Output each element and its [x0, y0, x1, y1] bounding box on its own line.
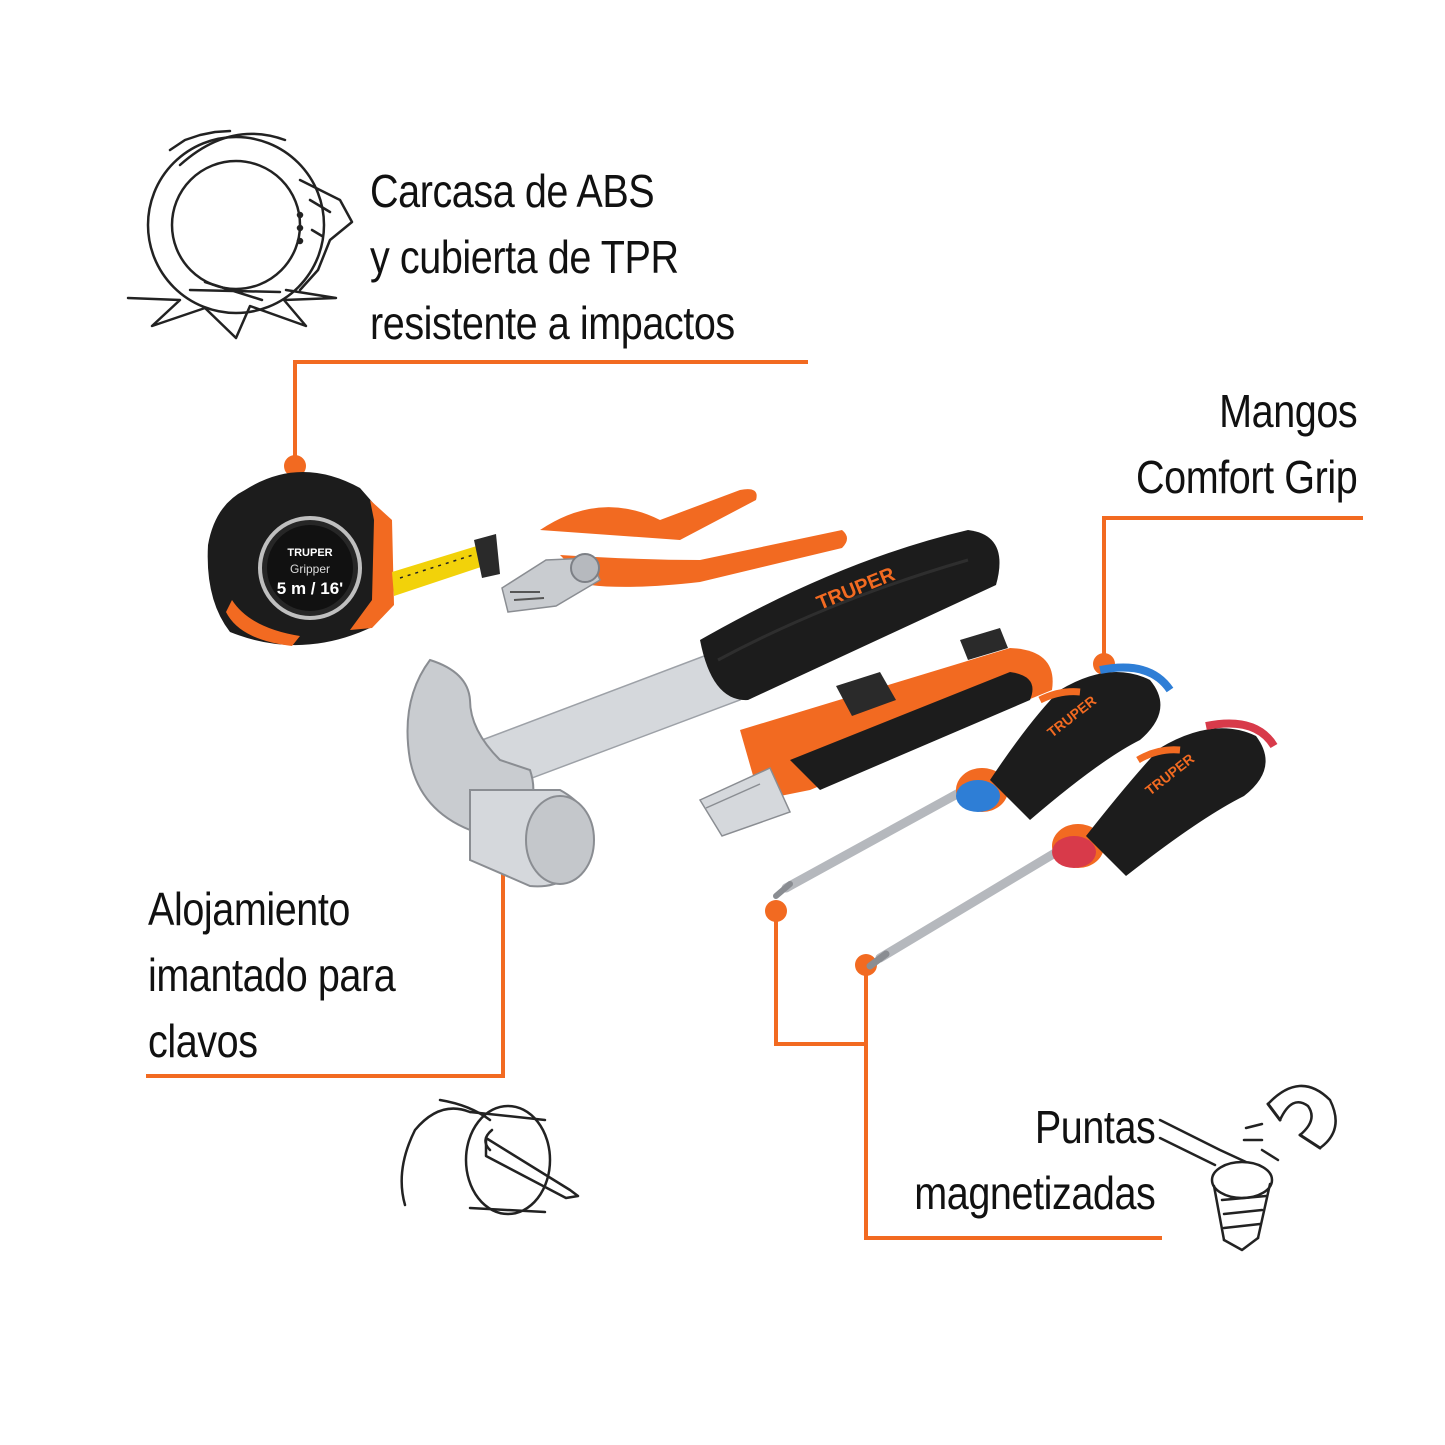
tape-model-text: Gripper	[290, 562, 330, 576]
utility-knife	[698, 628, 1053, 837]
callout-label-puntas: Puntas magnetizadas	[913, 1094, 1156, 1226]
callout-line-carcasa	[293, 360, 808, 466]
flat-screwdriver: TRUPER	[866, 719, 1278, 970]
callout-carcasa-line-1: Carcasa de ABS	[370, 165, 655, 217]
callout-carcasa-line-2: y cubierta de TPR	[370, 231, 679, 283]
callout-mangos-line-2: Comfort Grip	[1135, 451, 1358, 503]
callout-puntas-line-1: Puntas	[1034, 1101, 1155, 1153]
callout-line-puntas-1	[774, 911, 866, 1046]
tape-size-text: 5 m / 16'	[277, 579, 343, 598]
phillips-screwdriver: TRUPER	[773, 663, 1174, 899]
callout-line-alojamiento	[146, 848, 505, 1078]
callout-alojamiento-line-2: imantado para	[148, 949, 396, 1001]
callout-dot-puntas-1	[765, 900, 787, 922]
callout-line-puntas-2	[864, 965, 1162, 1240]
callout-alojamiento-line-1: Alojamiento	[148, 883, 350, 935]
callout-label-carcasa: Carcasa de ABS y cubierta de TPR resiste…	[370, 158, 735, 356]
callout-label-mangos: Mangos Comfort Grip	[1135, 378, 1358, 510]
tape-brand-text: TRUPER	[287, 547, 332, 559]
impact-case-icon	[126, 129, 354, 340]
callout-carcasa-line-3: resistente a impactos	[370, 297, 735, 349]
magnetic-holder-icon	[400, 1098, 580, 1216]
callout-puntas-line-2: magnetizadas	[913, 1167, 1156, 1219]
tape-measure: TRUPER Gripper 5 m / 16'	[207, 471, 500, 646]
magnetized-tip-icon	[1158, 1084, 1337, 1252]
callout-mangos-line-1: Mangos	[1218, 385, 1358, 437]
callout-alojamiento-line-3: clavos	[148, 1015, 258, 1067]
callout-line-mangos	[1102, 516, 1363, 664]
callout-dot-puntas-2	[855, 954, 877, 976]
pliers	[501, 489, 847, 613]
callout-lines	[146, 360, 1363, 1240]
callout-label-alojamiento: Alojamiento imantado para clavos	[148, 876, 396, 1074]
callout-dot-carcasa	[284, 455, 306, 477]
